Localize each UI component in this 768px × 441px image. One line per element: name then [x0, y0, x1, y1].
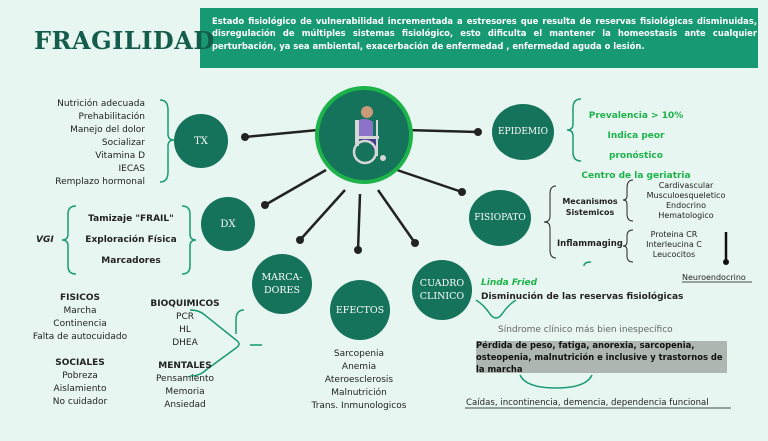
list-item: Socializar — [101, 138, 145, 148]
list-item: HL — [179, 325, 191, 335]
mentales-title: MENTALES — [158, 361, 212, 371]
dx-list: Tamizaje "FRAIL" Exploración Física Marc… — [76, 209, 186, 272]
inflammaging-label: Inflammaging — [557, 239, 623, 249]
list-item: Marcha — [63, 306, 97, 316]
list-item: Interleucina C — [646, 240, 702, 249]
list-item: Exploración Física — [85, 235, 177, 245]
list-item: Aislamiento — [53, 384, 107, 394]
list-item: Indica peor pronóstico — [607, 131, 665, 161]
list-item: Endocrino — [666, 201, 706, 210]
node-cuadro-line2: CLINICO — [419, 291, 465, 302]
list-item: Pobreza — [62, 371, 98, 381]
list-item: Prevalencia > 10% — [588, 111, 684, 121]
list-item: Continencia — [53, 319, 107, 329]
sociales-title: SOCIALES — [55, 358, 105, 368]
list-item: Proteina CR — [650, 230, 698, 239]
list-item: Musculoesqueletico — [646, 191, 726, 200]
list-item: Tamizaje "FRAIL" — [88, 214, 174, 224]
tx-list: Nutrición adecuada Prehabilitación Manej… — [30, 98, 145, 189]
list-item: PCR — [176, 312, 194, 322]
page-title: FRAGILIDAD — [34, 26, 215, 55]
list-item: DHEA — [172, 338, 198, 348]
node-tx: TX — [174, 114, 228, 168]
list-item: Vitamina D — [95, 151, 145, 161]
node-marcadores-line2: DORES — [263, 285, 300, 296]
mecanismos-line2: Sistemicos — [565, 208, 615, 217]
list-item: Anemia — [341, 362, 377, 372]
linda-fried-label: Linda Fried — [481, 278, 538, 288]
fisicos-title: FISICOS — [59, 293, 101, 303]
mecanismos-line1: Mecanismos — [562, 197, 618, 206]
list-item: Ansiedad — [164, 400, 206, 410]
list-item: Malnutrición — [331, 388, 387, 398]
list-item: Cardivascular — [658, 181, 714, 190]
perdida-text: Pérdida de peso, fatiga, anorexia, sarco… — [476, 340, 723, 374]
list-item: Ateroesclerosis — [324, 375, 394, 385]
dx-vgi-label: VGI — [36, 235, 54, 245]
caidas-text: Caídas, incontinencia, demencia, depende… — [466, 398, 709, 408]
mecanismos-list: Cardivascular Musculoesqueletico Endocri… — [636, 181, 736, 221]
list-item: IECAS — [118, 164, 146, 174]
list-item: Nutrición adecuada — [57, 99, 145, 109]
list-item: Manejo del dolor — [70, 125, 145, 135]
bioquimicos-list: BIOQUIMICOS PCR HL DHEA — [140, 298, 230, 350]
epidemio-list: Prevalencia > 10% Indica peor pronóstico… — [580, 106, 692, 186]
node-dx: DX — [201, 197, 255, 251]
mentales-list: MENTALES Pensamiento Memoria Ansiedad — [140, 360, 230, 412]
disminucion-text: Disminución de las reservas fisiológicas — [481, 292, 684, 302]
list-item: Hematologico — [658, 211, 714, 220]
node-epidemio: EPIDEMIO — [492, 104, 554, 160]
list-item: Sarcopenia — [333, 349, 385, 359]
perdida-highlight — [476, 341, 727, 373]
sociales-list: SOCIALES Pobreza Aislamiento No cuidador — [20, 357, 140, 409]
list-item: Remplazo hormonal — [55, 177, 145, 187]
central-image-node — [315, 86, 413, 184]
list-item: Memoria — [165, 387, 205, 397]
list-item: Centro de la geriatria — [581, 171, 691, 181]
list-item: Trans. Inmunologicos — [311, 401, 407, 411]
wheelchair-person-icon — [352, 106, 386, 165]
inflammaging-list: Proteina CR Interleucina C Leucocitos — [634, 230, 714, 260]
list-item: Falta de autocuidado — [32, 332, 128, 342]
efectos-list: Sarcopenia Anemia Ateroesclerosis Malnut… — [298, 348, 420, 413]
node-cuadro-line1: CUADRO — [419, 278, 465, 289]
definition-text: Estado fisiológico de vulnerabilidad inc… — [212, 16, 757, 51]
node-fisiopato: FISIOPATO — [469, 190, 531, 246]
node-marcadores-line1: MARCA- — [261, 272, 303, 283]
mecanismos-label: Mecanismos Sistemicos — [554, 196, 626, 218]
sindrome-text: Síndrome clínico más bien inespecífico — [498, 325, 673, 335]
list-item: Prehabilitación — [78, 112, 145, 122]
list-item: Marcadores — [101, 256, 161, 266]
node-efectos: EFECTOS — [330, 280, 390, 340]
node-cuadro-clinico: CUADRO CLINICO — [412, 260, 472, 320]
fisicos-list: FISICOS Marcha Continencia Falta de auto… — [20, 292, 140, 344]
header-banner: FRAGILIDAD Estado fisiológico de vulnera… — [10, 8, 758, 68]
list-item: Leucocitos — [652, 250, 696, 259]
bioquimicos-title: BIOQUIMICOS — [150, 299, 220, 309]
list-item: No cuidador — [52, 397, 108, 407]
neuroendocrino-label: Neuroendocrino — [682, 273, 746, 282]
list-item: Pensamiento — [155, 374, 215, 384]
node-marcadores: MARCA- DORES — [252, 254, 312, 314]
